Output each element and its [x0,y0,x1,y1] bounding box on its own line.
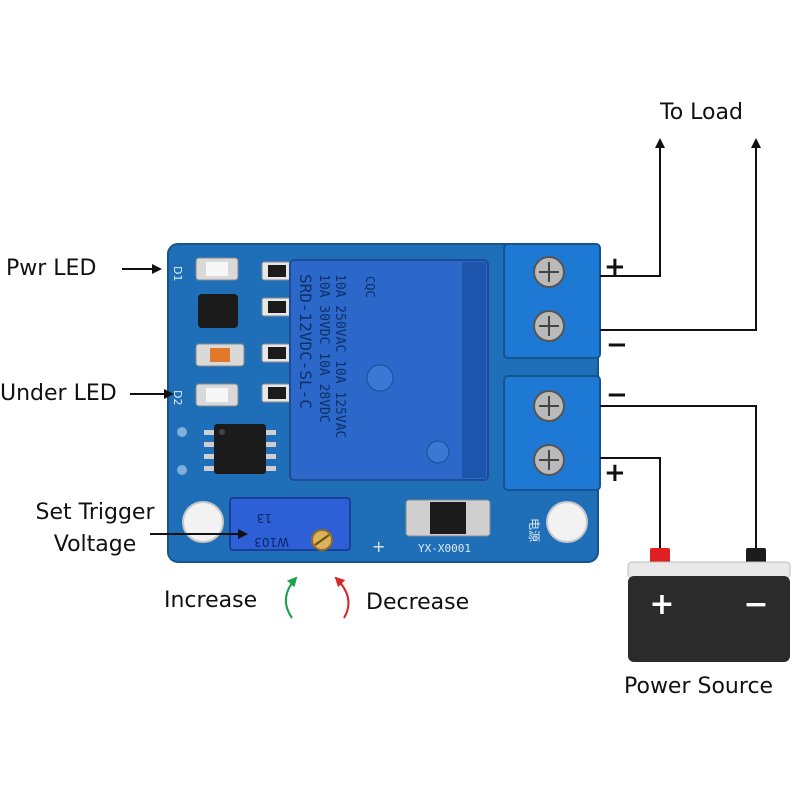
source-minus-wire [600,405,757,552]
source-plus-wire [600,457,661,552]
set-trigger-line: Set Trigger [35,500,155,525]
decrease-label: Decrease [366,590,470,615]
transistor [198,294,238,328]
pot-marking: W103 [254,535,289,549]
ic-chip [204,424,276,474]
under-led-label: Under LED [0,381,117,406]
battery-positive-terminal [650,548,670,564]
source-terminal-block [503,375,601,491]
model-silk: YX-X0001 [418,542,471,555]
pwr-led-label: Pwr LED [6,256,97,281]
mounting-hole-left [182,501,224,543]
load-plus-sign: + [604,252,626,282]
decrease-arrow-icon [334,576,350,619]
power-source-label: Power Source [624,674,774,699]
load-minus-wire [600,138,761,331]
load-terminal-block [503,243,601,359]
load-minus-sign: − [606,330,628,360]
battery-icon: + − [627,548,791,662]
relay-brand: CQC [363,276,377,298]
pot-number: 13 [257,511,272,525]
battery-minus-sign: − [743,587,768,622]
battery-negative-terminal [746,548,766,564]
silk-plus: + [372,537,385,556]
source-minus-sign: − [606,380,628,410]
relay-model: SRD-12VDC-SL-C [296,274,315,409]
set-trigger-label: Set Trigger Voltage [30,497,160,561]
silk-d1: D1 [171,266,184,281]
relay-rating-1: 10A 250VAC 10A 125VAC [332,274,347,438]
source-plus-sign: + [604,458,626,488]
to-load-label: To Load [660,100,743,125]
load-plus-wire [600,138,665,277]
potentiometer: W103 13 [229,497,351,551]
relay: 10A 250VAC 10A 125VAC 10A 30VDC 10A 28VD… [289,259,489,481]
under-led-component [195,383,239,407]
silk-d2: D2 [171,390,184,405]
silk-cn: 电源 [527,518,541,542]
jumper: YX-X0001 [405,499,491,555]
increase-arrow-icon [285,576,298,619]
increase-label: Increase [164,588,258,613]
battery-plus-sign: + [649,587,674,622]
mounting-hole-right [546,501,588,543]
pwr-led-component [195,257,239,281]
voltage-line: Voltage [53,532,137,557]
smd-resistors [261,261,293,403]
relay-rating-2: 10A 30VDC 10A 28VDC [316,274,331,423]
